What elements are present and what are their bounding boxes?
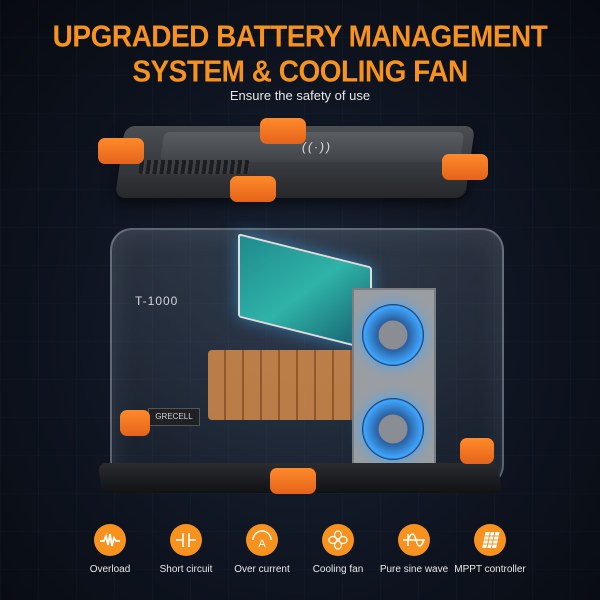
feature-over-current: A Over current: [224, 524, 300, 575]
feature-short-circuit: Short circuit: [148, 524, 224, 575]
battery-cells: [208, 350, 368, 420]
fan-icon: [362, 304, 424, 366]
brand-label: GRECELL: [148, 408, 200, 426]
headline-line-1: UPGRADED BATTERY MANAGEMENT: [52, 18, 548, 53]
bumper-corner: [260, 118, 306, 144]
model-label: T-1000: [135, 294, 178, 308]
fan-icon: [322, 524, 354, 556]
subtitle: Ensure the safety of use: [229, 88, 371, 103]
fan-icon: [362, 398, 424, 460]
cooling-fan-module: [352, 288, 436, 482]
waveform-icon: [94, 524, 126, 556]
headline-line-2: SYSTEM & COOLING FAN: [132, 54, 468, 89]
bumper-corner: [460, 438, 494, 464]
feature-mppt-controller: MPPT controller: [452, 524, 528, 575]
headline: UPGRADED BATTERY MANAGEMENT SYSTEM & COO…: [0, 19, 600, 89]
sine-wave-icon: [398, 524, 430, 556]
solar-panel-icon: [474, 524, 506, 556]
ammeter-icon: A: [246, 524, 278, 556]
bumper-corner: [98, 138, 144, 164]
bumper-corner: [230, 176, 276, 202]
wireless-charging-icon: ((·)): [301, 140, 334, 154]
vent-grille: [138, 160, 251, 174]
bumper-corner: [120, 410, 150, 436]
power-station-illustration: ((·)) T-1000 GRECELL: [90, 118, 510, 513]
feature-pure-sine-wave: Pure sine wave: [376, 524, 452, 575]
bumper-corner: [442, 154, 488, 180]
capacitor-icon: [170, 524, 202, 556]
feature-cooling-fan: Cooling fan: [300, 524, 376, 575]
svg-text:A: A: [258, 538, 266, 550]
feature-list: Overload Short circuit A Over current Co…: [72, 524, 528, 575]
bumper-corner: [270, 468, 316, 494]
feature-overload: Overload: [72, 524, 148, 575]
